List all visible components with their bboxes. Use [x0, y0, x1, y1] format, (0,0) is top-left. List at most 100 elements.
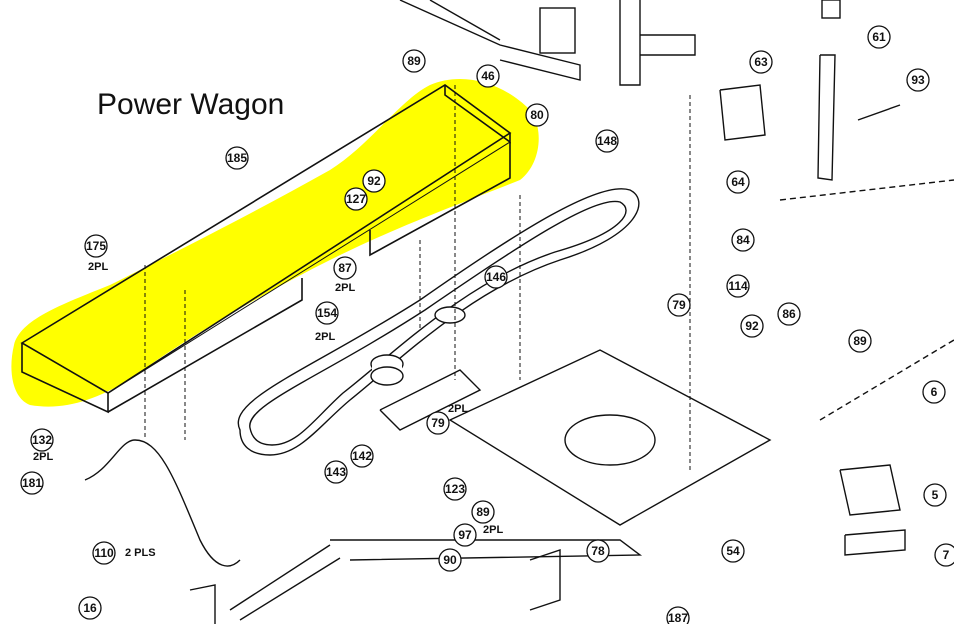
callout-78: 78 [586, 539, 610, 563]
callout-92: 92 [740, 314, 764, 338]
callout-label: 146 [486, 270, 506, 284]
callout-circle [749, 50, 773, 74]
callout-circle [438, 548, 462, 572]
callout-circle [922, 380, 946, 404]
callout-187: 187 [666, 606, 690, 629]
callout-54: 54 [721, 539, 745, 563]
callout-label: 143 [326, 465, 346, 479]
callout-circle [333, 256, 357, 280]
callout-89: 89 [402, 49, 426, 73]
callout-circle [350, 444, 374, 468]
callout-148: 148 [595, 129, 619, 153]
callout-circle [731, 228, 755, 252]
callout-64: 64 [726, 170, 750, 194]
callout-61: 61 [867, 25, 891, 49]
callout-142: 142 [350, 444, 374, 468]
callout-label: 79 [431, 416, 445, 430]
callout-circle [426, 411, 450, 435]
callout-circle [344, 187, 368, 211]
callout-circle [20, 471, 44, 495]
callout-label: 7 [943, 548, 950, 562]
callout-circle [666, 606, 690, 629]
callout-92: 92 [362, 169, 386, 193]
callout-90: 90 [438, 548, 462, 572]
callout-circle [595, 129, 619, 153]
callout-label: 154 [317, 306, 337, 320]
callout-label: 114 [728, 279, 748, 293]
callout-5: 5 [923, 483, 947, 507]
callout-circle [726, 274, 750, 298]
callout-label: 89 [853, 334, 867, 348]
callout-label: 175 [86, 239, 106, 253]
callout-label: 148 [597, 134, 617, 148]
callout-circle [324, 460, 348, 484]
callout-146: 146 [484, 265, 508, 289]
callout-circle [721, 539, 745, 563]
callout-label: 61 [872, 30, 886, 44]
callout-132: 132 [30, 428, 54, 452]
frame-top [399, 0, 841, 86]
callout-label: 93 [911, 73, 925, 87]
callout-circle [525, 103, 549, 127]
callout-label: 89 [476, 505, 490, 519]
callout-label: 80 [530, 108, 544, 122]
callout-93: 93 [906, 68, 930, 92]
callout-circle [740, 314, 764, 338]
qty-note-110: 2 PLS [125, 547, 156, 559]
callout-label: 79 [672, 298, 686, 312]
qty-note-89: 2PL [483, 524, 503, 536]
callout-label: 92 [367, 174, 381, 188]
callout-circle [84, 234, 108, 258]
callout-label: 5 [932, 488, 939, 502]
callout-86: 86 [777, 302, 801, 326]
callout-label: 63 [754, 55, 768, 69]
callout-label: 16 [83, 601, 97, 615]
callout-175: 175 [84, 234, 108, 258]
qty-note-87: 2PL [335, 282, 355, 294]
callout-label: 181 [22, 476, 42, 490]
callout-46: 46 [476, 64, 500, 88]
callout-circle [484, 265, 508, 289]
callout-circle [667, 293, 691, 317]
callout-circle [443, 477, 467, 501]
callout-circle [476, 64, 500, 88]
qty-note-175: 2PL [88, 261, 108, 273]
callout-97: 97 [453, 523, 477, 547]
callout-label: 123 [445, 482, 465, 496]
callout-16: 16 [78, 596, 102, 620]
callout-185: 185 [225, 146, 249, 170]
frame-lower [189, 539, 643, 624]
callout-label: 84 [736, 233, 750, 247]
callout-label: 127 [346, 192, 366, 206]
callout-circle [586, 539, 610, 563]
callout-circle [362, 169, 386, 193]
callout-circle [923, 483, 947, 507]
callout-circle [471, 500, 495, 524]
callout-label: 132 [32, 433, 52, 447]
callout-6: 6 [922, 380, 946, 404]
cable-part [84, 439, 241, 567]
callout-154: 154 [315, 301, 339, 325]
belt-part [237, 188, 640, 456]
callout-circle [453, 523, 477, 547]
callout-114: 114 [726, 274, 750, 298]
callout-label: 86 [782, 307, 796, 321]
callout-circle [92, 541, 116, 565]
callout-89: 89 [848, 329, 872, 353]
callout-circle [777, 302, 801, 326]
callout-80: 80 [525, 103, 549, 127]
callout-110: 110 [92, 541, 116, 565]
callout-label: 64 [731, 175, 745, 189]
callout-label: 92 [745, 319, 759, 333]
callout-79: 79 [426, 411, 450, 435]
callout-84: 84 [731, 228, 755, 252]
qty-note-154: 2PL [315, 331, 335, 343]
callout-label: 78 [591, 544, 605, 558]
callout-label: 110 [94, 546, 114, 560]
callout-label: 97 [458, 528, 472, 542]
callout-127: 127 [344, 187, 368, 211]
dashed-leaders [144, 85, 691, 470]
callout-circle [30, 428, 54, 452]
callout-label: 185 [227, 151, 247, 165]
